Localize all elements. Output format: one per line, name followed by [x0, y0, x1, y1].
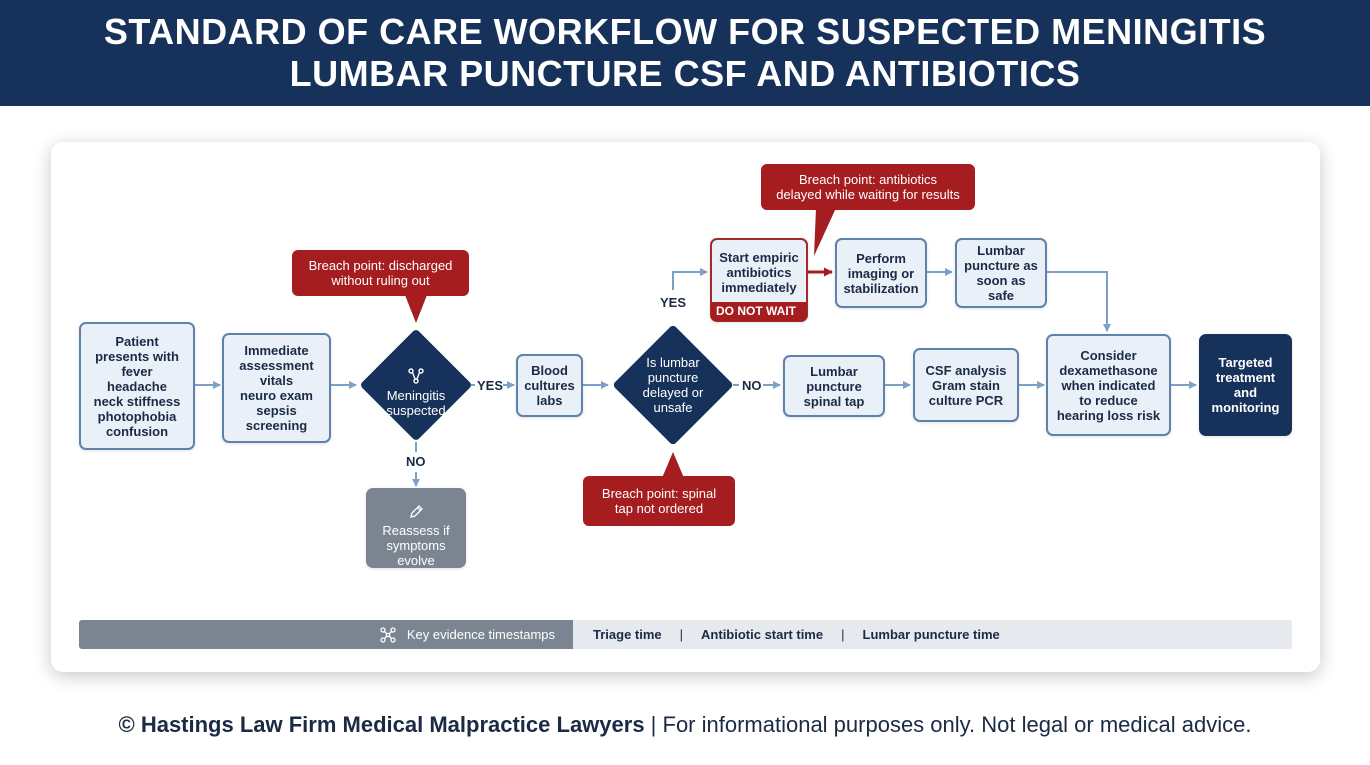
- label-yes-lp: YES: [660, 295, 687, 310]
- node-patient-presents: Patient presents with fever headache nec…: [79, 322, 195, 450]
- timestamp-separator: |: [679, 627, 684, 642]
- label-no-meningitis: NO: [406, 454, 426, 469]
- breach-pointer-discharged: [405, 295, 427, 323]
- page-title-line-1: STANDARD OF CARE WORKFLOW FOR SUSPECTED …: [103, 11, 1267, 52]
- node-imaging: Perform imaging or stabilization: [835, 238, 927, 308]
- timestamps-title: Key evidence timestamps: [406, 627, 555, 642]
- breach-pointer-antibiotics: [814, 208, 836, 256]
- breach-spinal: Breach point: spinal tap not ordered: [583, 476, 735, 526]
- decision-meningitis-suspected: Meningitis suspected: [359, 328, 473, 442]
- timestamp-antibiotic: Antibiotic start time: [701, 627, 824, 642]
- node-start-antibiotics-label: Start empiric antibiotics immediately: [719, 250, 799, 295]
- pencil-icon: [408, 489, 424, 523]
- decision-lp-delayed: Is lumbar puncture delayed or unsafe: [612, 324, 734, 446]
- node-blood-cultures: Blood cultures labs: [516, 354, 583, 417]
- footer: © Hastings Law Firm Medical Malpractice …: [0, 712, 1370, 738]
- node-lp-spinal-tap: Lumbar puncture spinal tap: [783, 355, 885, 417]
- node-reassess-label: Reassess if symptoms evolve: [382, 522, 450, 568]
- node-targeted-treatment: Targeted treatment and monitoring: [1199, 334, 1292, 436]
- timestamps-bar: Key evidence timestamps Triage time | An…: [79, 620, 1292, 649]
- network-icon: [379, 626, 397, 644]
- breach-antibiotics: Breach point: antibiotics delayed while …: [761, 164, 975, 210]
- node-dexamethasone: Consider dexamethasone when indicated to…: [1046, 334, 1171, 436]
- timestamps-title-section: Key evidence timestamps: [79, 620, 573, 649]
- page-title-line-2: LUMBAR PUNCTURE CSF AND ANTIBIOTICS: [289, 53, 1081, 94]
- footer-disclaimer: | For informational purposes only. Not l…: [644, 712, 1252, 737]
- footer-brand: © Hastings Law Firm Medical Malpractice …: [118, 712, 645, 737]
- label-yes-meningitis: YES: [477, 378, 504, 393]
- decision-label: Meningitis suspected: [386, 388, 446, 418]
- timestamp-triage: Triage time: [593, 627, 662, 642]
- network-icon: [407, 352, 425, 388]
- breach-discharged: Breach point: discharged without ruling …: [292, 250, 469, 296]
- node-lp-safe: Lumbar puncture as soon as safe: [955, 238, 1047, 308]
- decision-label: Is lumbar puncture delayed or unsafe: [642, 355, 704, 415]
- timestamp-lumbar-puncture: Lumbar puncture time: [862, 627, 1000, 642]
- do-not-wait-badge: DO NOT WAIT: [711, 302, 807, 321]
- node-immediate-assessment: Immediate assessment vitals neuro exam s…: [222, 333, 331, 443]
- timestamps-items: Triage time | Antibiotic start time | Lu…: [593, 620, 1000, 649]
- node-csf-analysis: CSF analysis Gram stain culture PCR: [913, 348, 1019, 422]
- page-header: STANDARD OF CARE WORKFLOW FOR SUSPECTED …: [0, 0, 1370, 106]
- breach-pointer-spinal: [662, 452, 684, 478]
- label-no-lp: NO: [742, 378, 762, 393]
- node-start-antibiotics: Start empiric antibiotics immediately DO…: [710, 238, 808, 322]
- node-reassess: Reassess if symptoms evolve: [366, 488, 466, 568]
- timestamp-separator: |: [841, 627, 845, 642]
